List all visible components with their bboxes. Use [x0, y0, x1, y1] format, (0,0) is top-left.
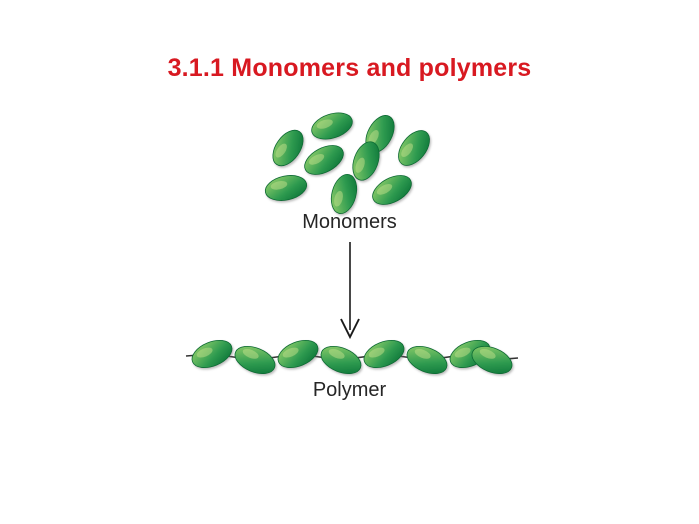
monomer-units-group [264, 112, 430, 214]
molecule-highlight [275, 143, 287, 158]
molecule-highlight [479, 348, 496, 359]
monomers-label: Monomers [302, 211, 397, 233]
molecule-highlight [376, 184, 393, 195]
molecule-body [272, 129, 304, 167]
downward-arrow-icon [340, 242, 360, 340]
downward-arrow [322, 242, 378, 342]
molecule-highlight [334, 190, 343, 207]
molecule-highlight [454, 347, 471, 358]
monomer-cluster [262, 108, 430, 214]
molecule-highlight [282, 347, 299, 358]
molecule-highlight [368, 130, 379, 145]
monomer-unit-7 [330, 174, 358, 214]
polymer-unit-1 [234, 345, 276, 375]
molecule-body [311, 112, 353, 140]
molecule-body [330, 174, 358, 214]
polymer-unit-4 [363, 339, 405, 369]
monomer-unit-6 [264, 175, 308, 201]
molecule-body [264, 175, 308, 201]
polymer-units-group [191, 339, 513, 375]
molecule-highlight [242, 348, 259, 359]
monomer-unit-0 [272, 129, 304, 167]
molecule-highlight [368, 347, 385, 358]
polymer-chain-svg [185, 339, 519, 375]
molecule-body [372, 175, 412, 205]
molecule-body [234, 345, 276, 375]
monomer-unit-4 [304, 145, 344, 175]
molecule-highlight [355, 157, 365, 173]
monomer-unit-5 [352, 141, 380, 181]
molecule-highlight [316, 119, 333, 129]
monomer-cluster-svg [264, 112, 430, 214]
molecule-highlight [401, 143, 413, 158]
molecule-highlight [196, 347, 213, 358]
polymer-label: Polymer [312, 379, 387, 401]
molecule-body [406, 345, 448, 375]
arrow-head [340, 318, 360, 340]
molecule-body [320, 345, 362, 375]
molecule-body [398, 130, 430, 166]
polymer-unit-3 [320, 345, 362, 375]
page-title: 3.1.1 Monomers and polymers [167, 54, 532, 82]
monomer-unit-3 [398, 130, 430, 166]
polymer-unit-7 [471, 345, 513, 375]
molecule-highlight [270, 180, 288, 190]
molecule-body [304, 145, 344, 175]
polymer-unit-5 [406, 345, 448, 375]
molecule-body [277, 339, 319, 369]
polymer-chain [182, 334, 519, 380]
monomer-unit-8 [372, 175, 412, 205]
molecule-highlight [308, 154, 325, 165]
molecule-highlight [414, 348, 431, 359]
polymer-unit-0 [191, 339, 233, 369]
monomer-unit-1 [311, 112, 353, 140]
molecule-body [191, 339, 233, 369]
polymer-unit-2 [277, 339, 319, 369]
molecule-highlight [328, 348, 345, 359]
molecule-body [363, 339, 405, 369]
